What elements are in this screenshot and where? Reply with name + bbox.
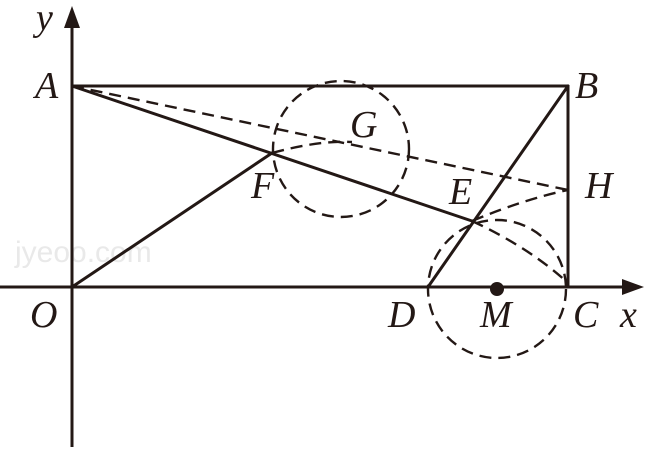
x-axis-arrow — [622, 279, 644, 295]
label-H: H — [584, 165, 615, 207]
label-E: E — [448, 171, 472, 213]
watermark: jyeoo.com — [14, 236, 152, 269]
dashed-FG — [271, 140, 353, 155]
segment-OF — [70, 151, 274, 289]
label-y-axis: y — [32, 0, 53, 39]
dashed-EC — [471, 219, 569, 284]
label-B: B — [575, 65, 598, 107]
dashed-EH — [471, 188, 569, 223]
label-x-axis: x — [619, 294, 637, 336]
label-D: D — [387, 294, 415, 336]
segment-DB — [426, 84, 570, 289]
label-A: A — [32, 65, 59, 107]
y-axis-arrow — [64, 6, 80, 28]
label-G: G — [350, 104, 377, 146]
label-F: F — [250, 165, 275, 207]
label-M: M — [479, 294, 514, 336]
circle-G — [271, 79, 411, 219]
point-M-dot — [490, 282, 504, 296]
label-C: C — [573, 294, 599, 336]
label-O: O — [30, 294, 57, 336]
dashed-AH — [71, 84, 569, 192]
circle-M — [426, 218, 568, 360]
